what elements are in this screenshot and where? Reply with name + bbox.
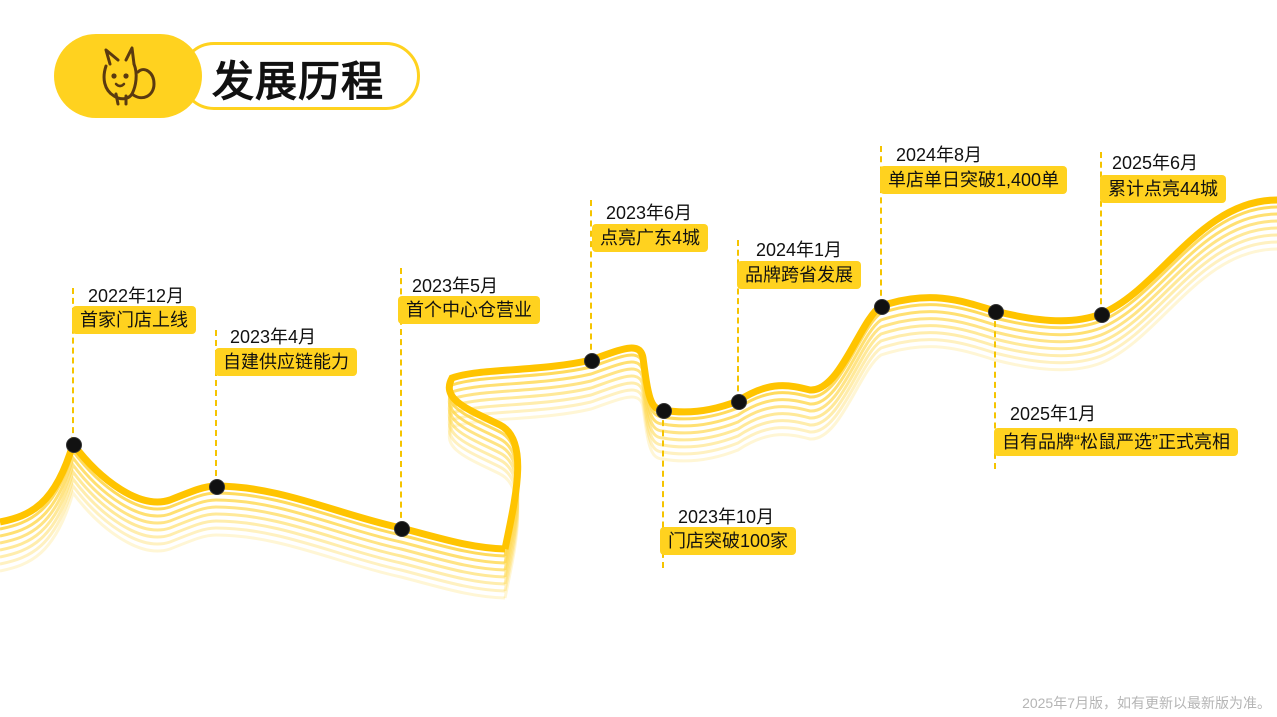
milestone-date: 2022年12月 [88,286,185,306]
milestone-label: 首个中心仓营业 [398,296,540,324]
milestone-dot [731,394,747,410]
milestone-connector [880,146,882,306]
milestone-label: 点亮广东4城 [592,224,709,252]
milestone-date: 2024年8月 [896,145,983,165]
milestone-dot [1094,307,1110,323]
milestone-dot [584,353,600,369]
version-note: 2025年7月版，如有更新以最新版为准。 [1022,695,1271,711]
milestone-connector [215,330,217,486]
milestone-dot [988,304,1004,320]
milestone-connector [72,288,74,443]
milestone-label: 门店突破100家 [660,527,797,555]
milestone-label: 首家门店上线 [72,306,196,334]
milestone-dot [656,403,672,419]
page-title: 发展历程 [212,58,385,105]
milestone-connector [994,311,996,469]
milestone-date: 2023年6月 [606,203,693,223]
milestone-date: 2025年1月 [1010,404,1097,424]
milestone-label: 自有品牌“松鼠严选”正式亮相 [994,428,1238,456]
milestone-date: 2023年4月 [230,327,317,347]
milestone-date: 2023年5月 [412,276,499,296]
milestone-dot [874,299,890,315]
milestone-dot [209,479,225,495]
milestone-label: 单店单日突破1,400单 [880,166,1068,194]
milestone-date: 2024年1月 [756,240,843,260]
milestone-dot [66,437,82,453]
milestone-label: 自建供应链能力 [215,348,357,376]
milestone-connector [737,240,739,401]
squirrel-icon [102,46,156,106]
milestone-label: 累计点亮44城 [1100,175,1227,203]
milestone-dot [394,521,410,537]
milestone-date: 2025年6月 [1112,153,1199,173]
milestone-connector [590,200,592,360]
milestone-connector [400,268,402,528]
milestone-label: 品牌跨省发展 [737,261,861,289]
milestone-date: 2023年10月 [678,507,775,527]
title-pill [180,42,420,110]
milestone-connector [662,410,664,568]
milestone-connector [1100,152,1102,314]
